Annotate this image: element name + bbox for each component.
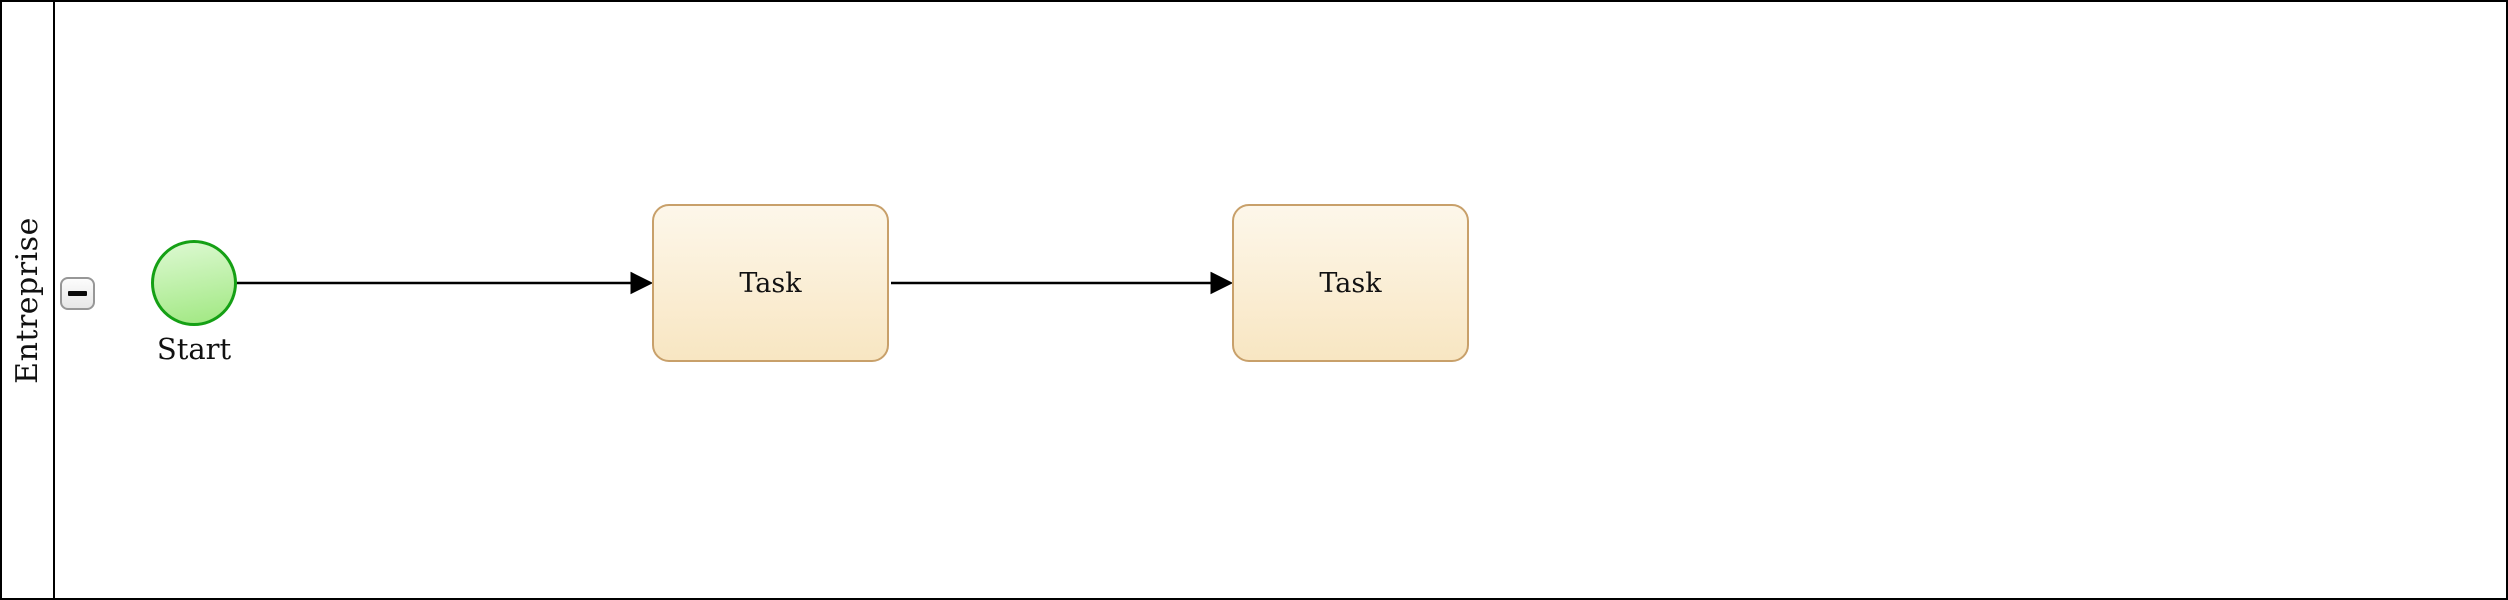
task-node-2[interactable]: Task bbox=[1232, 204, 1469, 362]
arrowhead-icon bbox=[630, 271, 654, 295]
start-event-label: Start bbox=[156, 332, 232, 366]
sequence-flow-task1-to-task2[interactable] bbox=[891, 271, 1234, 295]
sequence-flow-start-to-task1[interactable] bbox=[237, 271, 654, 295]
pool-title-strip[interactable]: Entreprise bbox=[2, 2, 53, 598]
start-event-node[interactable] bbox=[151, 240, 237, 326]
task-node-1[interactable]: Task bbox=[652, 204, 889, 362]
task-label: Task bbox=[1319, 267, 1382, 299]
minus-icon bbox=[68, 291, 87, 296]
pool-collapse-button[interactable] bbox=[60, 277, 95, 310]
task-label: Task bbox=[739, 267, 802, 299]
arrowhead-icon bbox=[1210, 271, 1234, 295]
pool-title: Entreprise bbox=[10, 216, 46, 384]
lane-divider bbox=[53, 2, 55, 598]
